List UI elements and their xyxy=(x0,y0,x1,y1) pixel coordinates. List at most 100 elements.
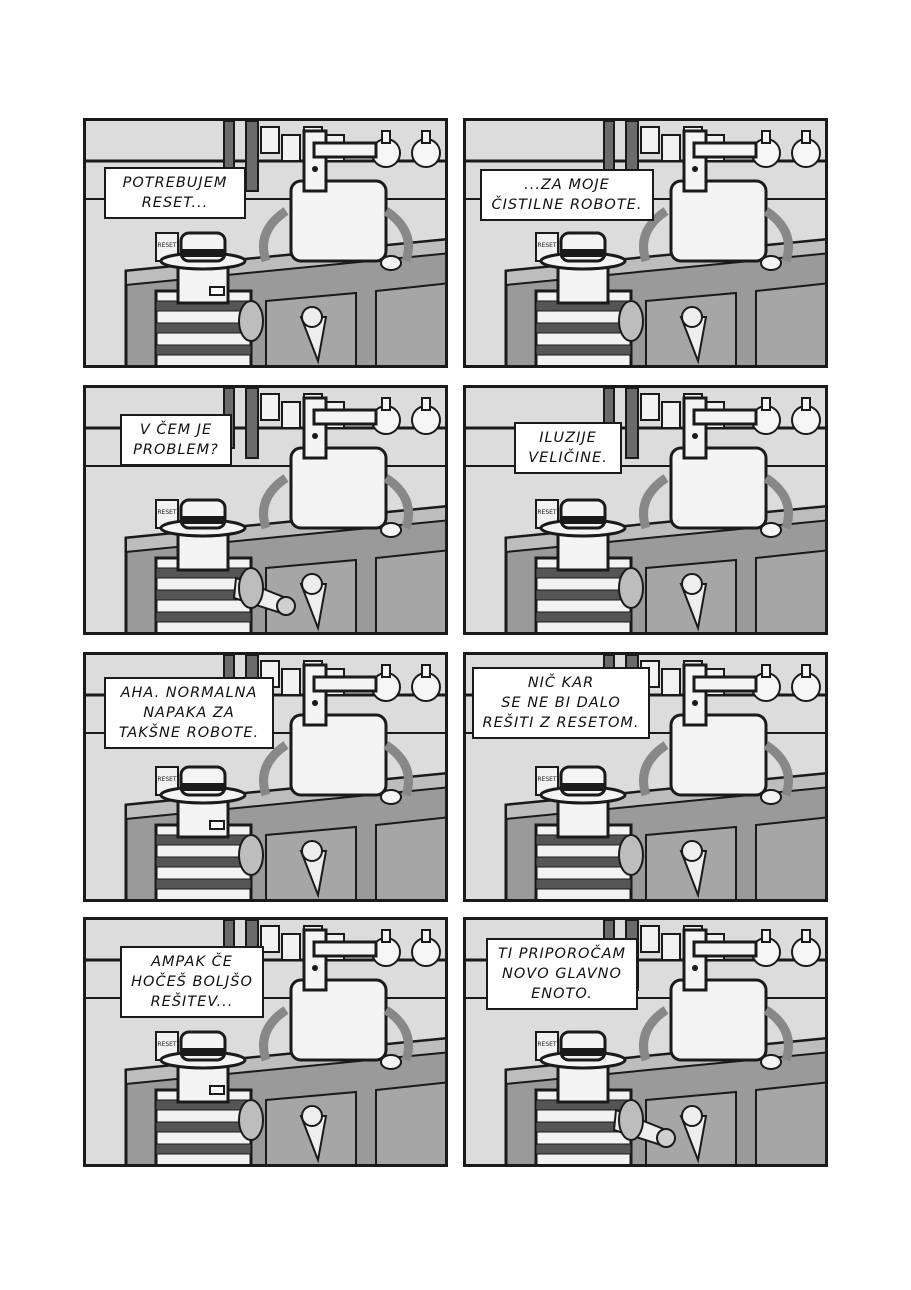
comic-panel-7: RESET AMPAK ČE HOČEŠ BOLJŠO REŠITEV... xyxy=(83,917,448,1167)
robot-eye xyxy=(312,700,318,706)
bottle-neck xyxy=(801,929,811,943)
comic-panel-2: RESET ...ZA MOJE ČISTILNE ROBOTE. xyxy=(463,118,828,368)
can xyxy=(661,933,681,961)
can xyxy=(260,126,280,154)
mouse-icon xyxy=(760,789,782,805)
shoulder xyxy=(618,300,644,342)
mouse-icon xyxy=(380,1054,402,1070)
bottle-neck xyxy=(421,130,431,144)
hat-band xyxy=(181,249,225,257)
robot-eye xyxy=(692,700,698,706)
body-stripe xyxy=(155,344,252,356)
shoulder xyxy=(618,567,644,609)
bottle-neck xyxy=(801,664,811,678)
bottle-neck xyxy=(761,397,771,411)
bottle-neck xyxy=(381,664,391,678)
body-stripe xyxy=(535,322,632,334)
robot-hose xyxy=(639,474,669,530)
shoulder xyxy=(238,567,264,609)
screw-head xyxy=(301,840,323,862)
speech-balloon: ...ZA MOJE ČISTILNE ROBOTE. xyxy=(480,169,654,221)
robot-body xyxy=(669,179,768,263)
pipe xyxy=(245,388,259,459)
robot-hose xyxy=(383,741,413,797)
pipe xyxy=(625,388,639,459)
robot-hose xyxy=(639,1006,669,1062)
hat-band xyxy=(561,783,605,791)
can-label: RESET xyxy=(537,242,557,249)
can xyxy=(281,401,301,429)
body-stripe xyxy=(535,1143,632,1155)
body-stripe xyxy=(155,322,252,334)
robot-hose xyxy=(763,474,793,530)
screw-head xyxy=(681,1105,703,1127)
screw-head xyxy=(681,840,703,862)
robot-arm xyxy=(312,141,378,159)
cabinet-door xyxy=(755,282,825,365)
cabinet-door xyxy=(755,549,825,632)
robot-hose xyxy=(639,741,669,797)
robot-body xyxy=(289,179,388,263)
screw-head xyxy=(681,306,703,328)
comic-panel-8: RESET TI PRIPOROČAM NOVO GLAVNO ENOTO. xyxy=(463,917,828,1167)
mouth-icon xyxy=(209,286,225,296)
robot-eye xyxy=(692,433,698,439)
body-stripe xyxy=(155,1143,252,1155)
screw-head xyxy=(681,573,703,595)
mouse-icon xyxy=(760,255,782,271)
screw-head xyxy=(301,306,323,328)
can-label: RESET xyxy=(157,242,177,249)
screw-head xyxy=(301,573,323,595)
panel-art: RESET xyxy=(86,121,445,365)
can xyxy=(640,393,660,421)
bottle-neck xyxy=(761,929,771,943)
body-stripe xyxy=(535,878,632,890)
can-label: RESET xyxy=(157,1041,177,1048)
bottle-neck xyxy=(801,130,811,144)
robot-arm xyxy=(692,408,758,426)
robot-head xyxy=(302,663,328,727)
hat-band xyxy=(561,1048,605,1056)
panel-art: RESET xyxy=(86,655,445,899)
comic-panel-6: RESET NIČ KAR SE NE BI DALO REŠITI Z RES… xyxy=(463,652,828,902)
robot-body xyxy=(289,713,388,797)
robot-hose xyxy=(383,474,413,530)
speech-balloon: AHA. NORMALNA NAPAKA ZA TAKŠNE ROBOTE. xyxy=(104,677,274,749)
bottle-neck xyxy=(381,929,391,943)
hat-band xyxy=(561,249,605,257)
robot-hose xyxy=(763,741,793,797)
robot-eye xyxy=(692,166,698,172)
robot-head xyxy=(682,396,708,460)
robot-hose xyxy=(383,207,413,263)
cabinet-door xyxy=(375,549,445,632)
robot-head xyxy=(302,129,328,193)
robot-eye xyxy=(312,433,318,439)
body-stripe xyxy=(535,611,632,623)
bottle-neck xyxy=(801,397,811,411)
shoulder xyxy=(238,1099,264,1141)
robot-eye xyxy=(692,965,698,971)
robot-eye xyxy=(312,166,318,172)
robot-head xyxy=(682,129,708,193)
robot-arm xyxy=(692,675,758,693)
mouse-icon xyxy=(760,522,782,538)
can xyxy=(260,925,280,953)
cabinet-door xyxy=(375,282,445,365)
mouse-icon xyxy=(380,255,402,271)
hat-band xyxy=(181,1048,225,1056)
robot-arm xyxy=(312,408,378,426)
can xyxy=(281,668,301,696)
robot-hose xyxy=(639,207,669,263)
can xyxy=(661,668,681,696)
comic-panel-5: RESET AHA. NORMALNA NAPAKA ZA TAKŠNE ROB… xyxy=(83,652,448,902)
robot-arm xyxy=(312,675,378,693)
body-stripe xyxy=(155,1121,252,1133)
robot-arm xyxy=(692,940,758,958)
speech-balloon: NIČ KAR SE NE BI DALO REŠITI Z RESETOM. xyxy=(472,667,650,739)
body-stripe xyxy=(155,878,252,890)
comic-panel-1: RESET POTREBUJEM RESET... xyxy=(83,118,448,368)
bottle-neck xyxy=(421,929,431,943)
robot-hose xyxy=(259,474,289,530)
bottle-neck xyxy=(761,664,771,678)
body-stripe xyxy=(155,611,252,623)
